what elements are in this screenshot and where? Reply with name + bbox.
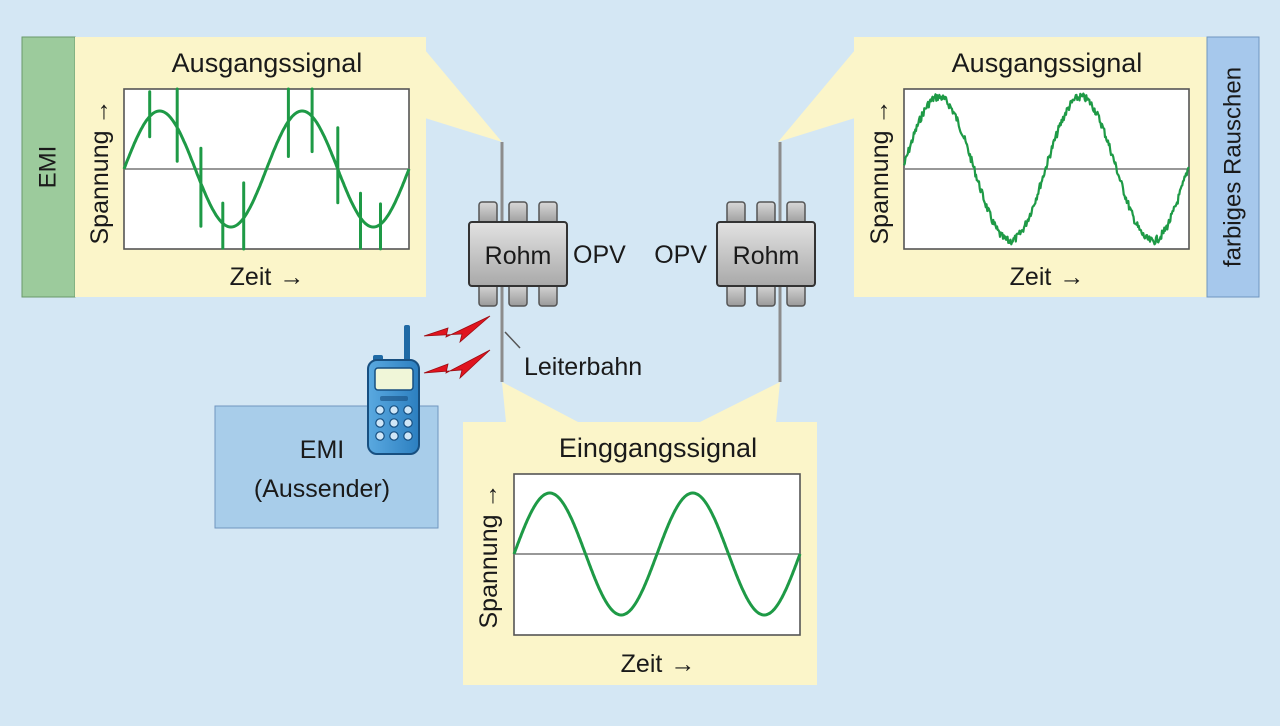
chip-pin	[756, 283, 776, 307]
chip-pin	[786, 201, 806, 225]
right-signal-colored-noise	[902, 92, 1190, 246]
emitter-label-line2: (Aussender)	[254, 475, 390, 503]
emitter-label-line1: EMI	[300, 436, 344, 464]
trace-label: Leiterbahn	[524, 353, 642, 381]
right-ylabel: Spannung→	[866, 99, 894, 244]
lightning-icon	[423, 315, 491, 380]
chip-left	[468, 201, 568, 307]
chip-pin	[508, 283, 528, 307]
chip-pin	[478, 283, 498, 307]
chip-left-type: OPV	[573, 241, 626, 269]
trace-label-leader	[504, 331, 521, 349]
chip-pin	[508, 201, 528, 225]
right-panel-title: Ausgangssignal	[952, 48, 1143, 78]
chip-body	[468, 221, 568, 287]
chip-pin	[726, 201, 746, 225]
right-xlabel: Zeit→	[1010, 263, 1085, 291]
chip-right-brand: Rohm	[733, 242, 800, 270]
chip-pin	[786, 283, 806, 307]
right-callout-wedge	[778, 50, 855, 142]
left-panel-title: Ausgangssignal	[172, 48, 363, 78]
chip-pin	[726, 283, 746, 307]
emi-side-bar	[21, 36, 76, 298]
bottom-panel-title: Einggangssignal	[559, 433, 757, 463]
emi-side-label: EMI	[35, 146, 62, 189]
left-xlabel: Zeit→	[230, 263, 305, 291]
noise-side-label: farbiges Rauschen	[1220, 67, 1247, 267]
left-signal-emi-spikes	[122, 87, 411, 251]
chip-left-brand: Rohm	[485, 242, 552, 270]
noise-side-bar	[1206, 36, 1260, 298]
bottom-callout-wedge-left	[502, 382, 578, 422]
chip-pin	[478, 201, 498, 225]
bottom-xlabel: Zeit→	[621, 650, 696, 678]
chip-body	[716, 221, 816, 287]
chip-pin	[756, 201, 776, 225]
chip-right	[716, 201, 816, 307]
left-callout-wedge	[425, 50, 502, 142]
chip-pin	[538, 201, 558, 225]
chip-pin	[538, 283, 558, 307]
left-ylabel: Spannung→	[86, 99, 114, 244]
bottom-signal-clean-sine	[512, 491, 802, 617]
walkie-talkie-icon	[367, 325, 420, 455]
bottom-ylabel: Spannung→	[475, 483, 503, 628]
chip-right-type: OPV	[654, 241, 707, 269]
bottom-callout-wedge-right	[700, 382, 780, 422]
